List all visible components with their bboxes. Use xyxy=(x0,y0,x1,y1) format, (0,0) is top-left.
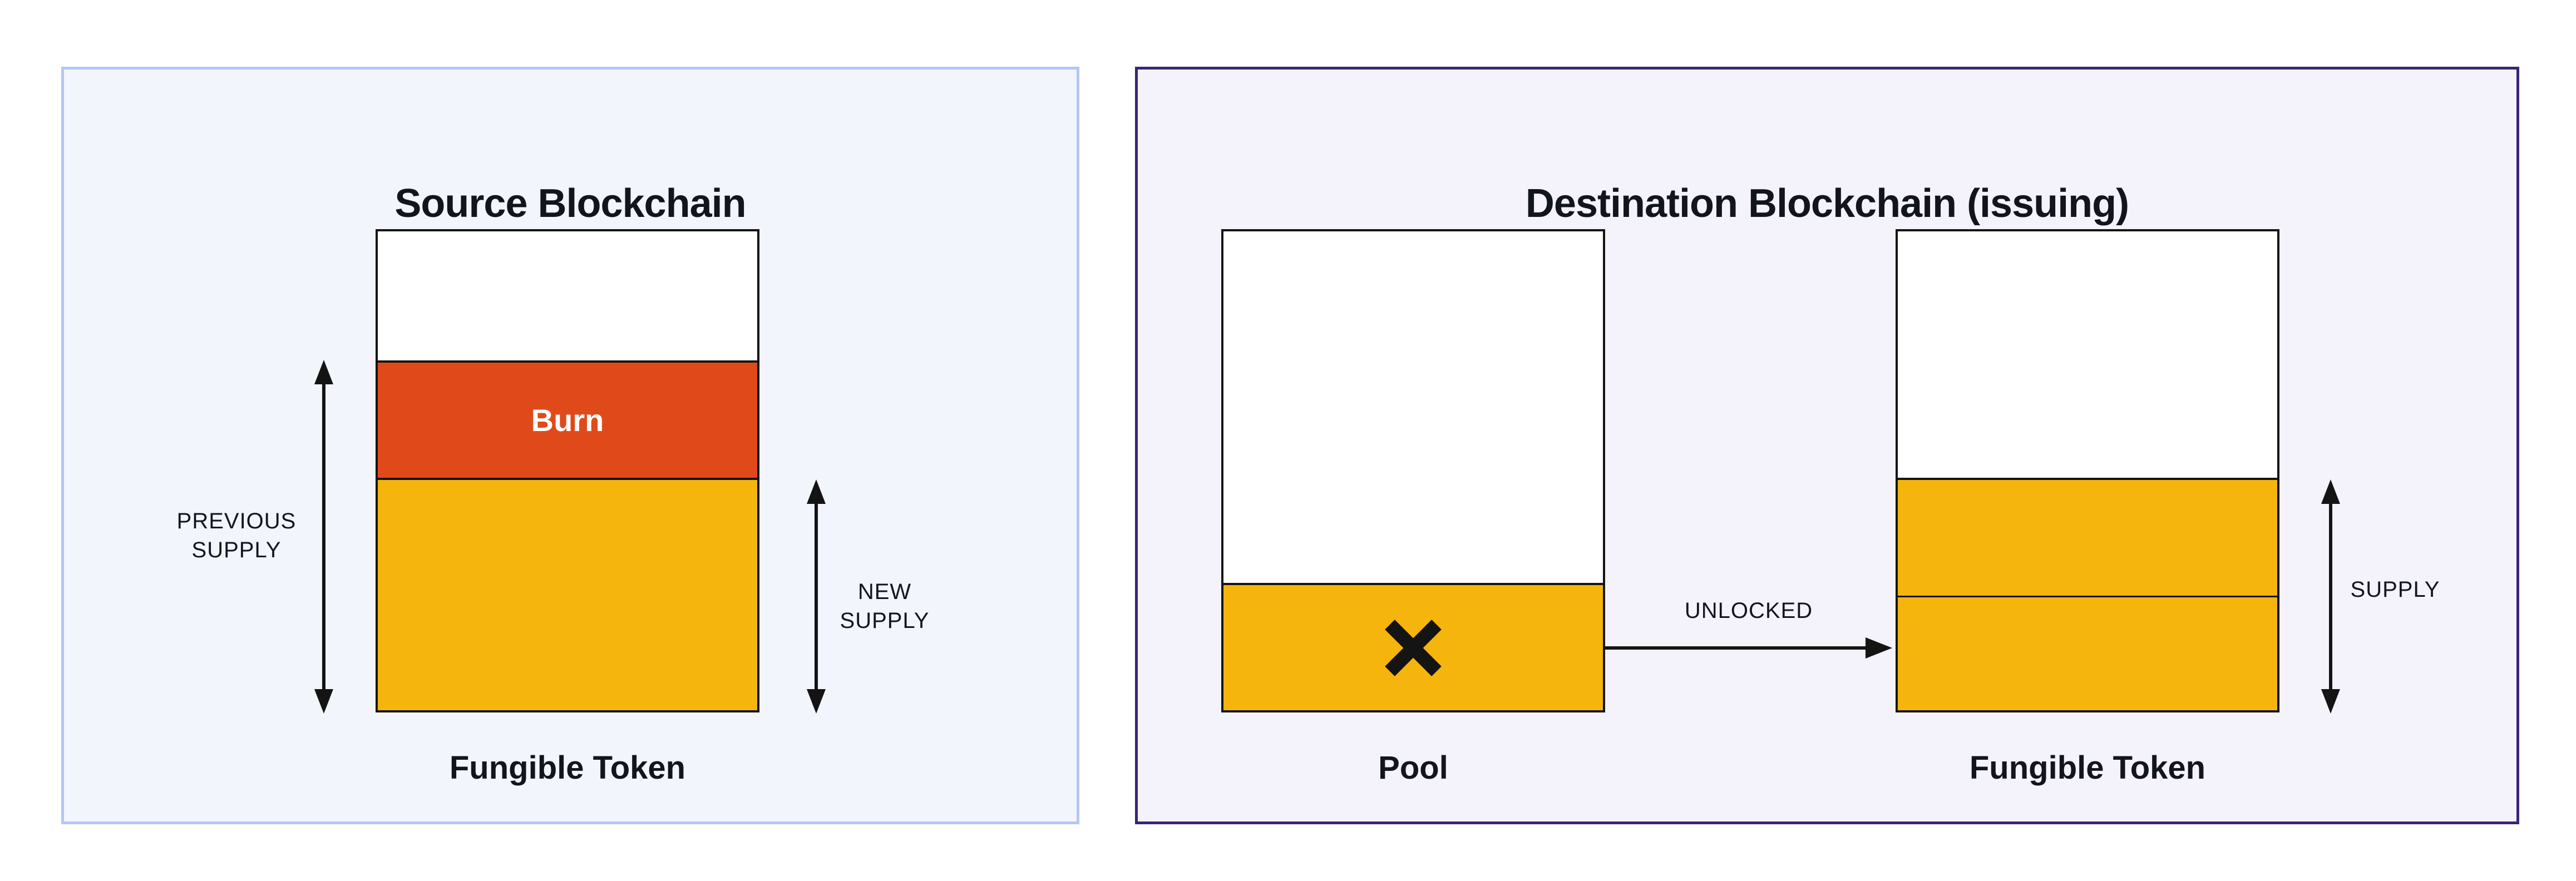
new-supply-arrow xyxy=(807,479,826,714)
new-supply-label: NEW SUPPLY xyxy=(840,580,930,633)
previous-supply-label: PREVIOUS SUPPLY xyxy=(176,509,297,562)
destination-bar-caption: Fungible Token xyxy=(1969,750,2206,786)
supply-arrow xyxy=(2321,479,2340,714)
previous-supply-arrow xyxy=(314,360,333,714)
burn-label: Burn xyxy=(531,403,604,438)
remaining-supply-section xyxy=(378,478,757,710)
source-panel-title: Source Blockchain xyxy=(394,181,746,226)
destination-blockchain-panel: Destination Blockchain (issuing) UNLOCKE… xyxy=(1135,67,2519,824)
source-bar-caption: Fungible Token xyxy=(449,750,686,786)
locked-tokens-section xyxy=(1223,583,1603,710)
unlocked-arrow xyxy=(1605,637,1892,659)
destination-token-bar xyxy=(1896,229,2279,712)
source-blockchain-panel: Source Blockchain Burn PREVIOUS SUPPLY N… xyxy=(61,67,1079,824)
unminted-section xyxy=(378,231,757,360)
unlocked-tokens-section xyxy=(1898,596,2277,710)
pool-empty-section xyxy=(1223,231,1603,583)
destination-panel-title: Destination Blockchain (issuing) xyxy=(1525,181,2129,226)
source-token-bar: Burn xyxy=(376,229,759,712)
cross-icon xyxy=(1385,619,1442,676)
unlocked-label: UNLOCKED xyxy=(1684,598,1813,623)
existing-supply-section xyxy=(1898,478,2277,596)
supply-label: SUPPLY xyxy=(2350,577,2440,602)
pool-caption: Pool xyxy=(1378,750,1448,786)
pool-bar xyxy=(1221,229,1605,712)
burn-section: Burn xyxy=(378,360,757,478)
unissued-section xyxy=(1898,231,2277,478)
